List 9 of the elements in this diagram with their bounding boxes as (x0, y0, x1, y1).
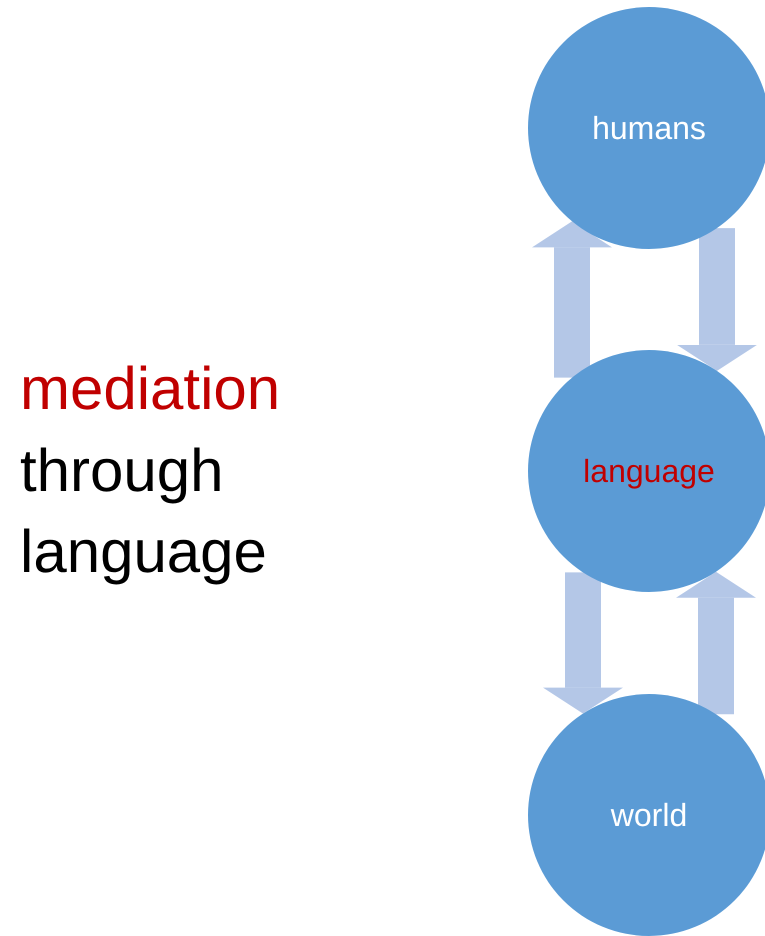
block-arrow (676, 572, 756, 714)
block-arrow (677, 228, 757, 371)
node-label: world (610, 796, 688, 835)
block-arrow (532, 221, 612, 378)
node-label: humans (592, 109, 706, 148)
block-arrow (543, 572, 623, 714)
node-label: language (583, 452, 715, 491)
heading-text: through language (20, 436, 268, 588)
heading-text: mediation (20, 354, 282, 424)
